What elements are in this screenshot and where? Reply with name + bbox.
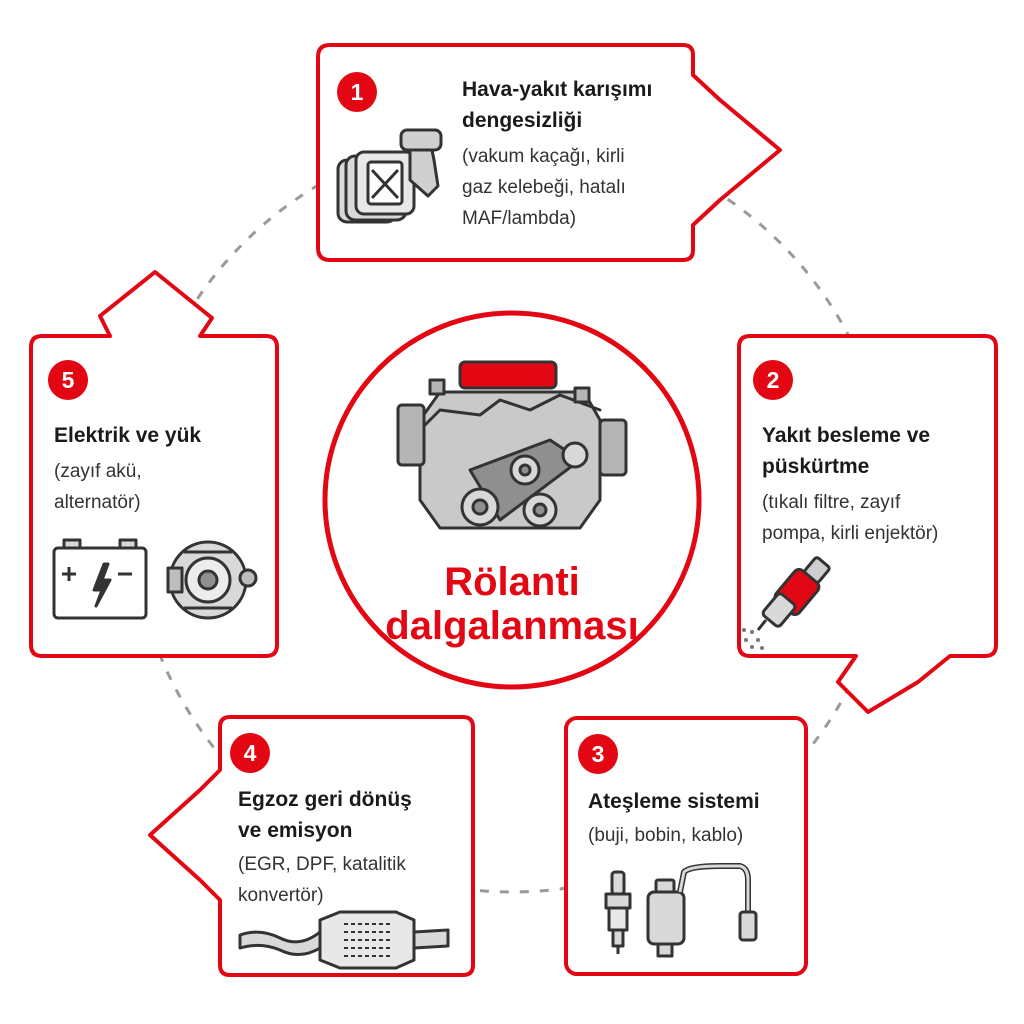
badge-4-number: 4 [244, 740, 257, 766]
cause-4-desc-line1: (EGR, DPF, katalitik [238, 854, 406, 875]
fuel-injector-icon [742, 556, 831, 650]
badge-2-number: 2 [767, 367, 780, 393]
center-title-line2: dalgalanması [385, 604, 639, 648]
cause-4-desc-line2: konvertör) [238, 885, 324, 906]
badge-1-number: 1 [351, 79, 364, 105]
cause-1-desc-line2: gaz kelebeği, hatalı [462, 177, 626, 198]
cause-4-title-line1: Egzoz geri dönüş [238, 788, 412, 811]
cause-3-title-line1: Ateşleme sistemi [588, 790, 760, 813]
cause-box-1-shape [316, 43, 782, 262]
cause-4-title-line2: ve emisyon [238, 819, 353, 842]
badge-3-number: 3 [592, 741, 605, 767]
badge-1: 1 [337, 72, 377, 112]
cause-box-2-shape [737, 334, 998, 714]
engine-icon [396, 360, 628, 530]
badge-3: 3 [578, 734, 618, 774]
badge-2: 2 [753, 360, 793, 400]
cause-1-title-line2: dengesizliği [462, 109, 583, 132]
cause-1-desc-line3: MAF/lambda) [462, 208, 577, 229]
air-intake-icon [336, 128, 443, 224]
cause-5-title-line1: Elektrik ve yük [54, 424, 202, 447]
cause-2-desc-line2: pompa, kirli enjektör) [762, 523, 939, 544]
badge-5: 5 [48, 360, 88, 400]
cause-2-title-line2: püskürtme [762, 455, 870, 478]
cause-3-desc-line1: (buji, bobin, kablo) [588, 825, 744, 846]
badge-5-number: 5 [62, 367, 75, 393]
catalytic-converter-icon [238, 910, 450, 970]
center-title-line1: Rölanti [444, 560, 580, 604]
cause-5-desc-line1: (zayıf akü, [54, 461, 142, 482]
cause-2-desc-line1: (tıkalı filtre, zayıf [762, 492, 901, 513]
cause-5-desc-line2: alternatör) [54, 492, 141, 513]
badge-4: 4 [230, 733, 270, 773]
ignition-parts-icon [604, 863, 758, 958]
cause-1-title-line1: Hava-yakıt karışımı [462, 78, 653, 101]
battery-alternator-icon [52, 538, 258, 620]
cause-1-desc-line1: (vakum kaçağı, kirli [462, 146, 625, 167]
cause-2-title-line1: Yakıt besleme ve [762, 424, 931, 447]
